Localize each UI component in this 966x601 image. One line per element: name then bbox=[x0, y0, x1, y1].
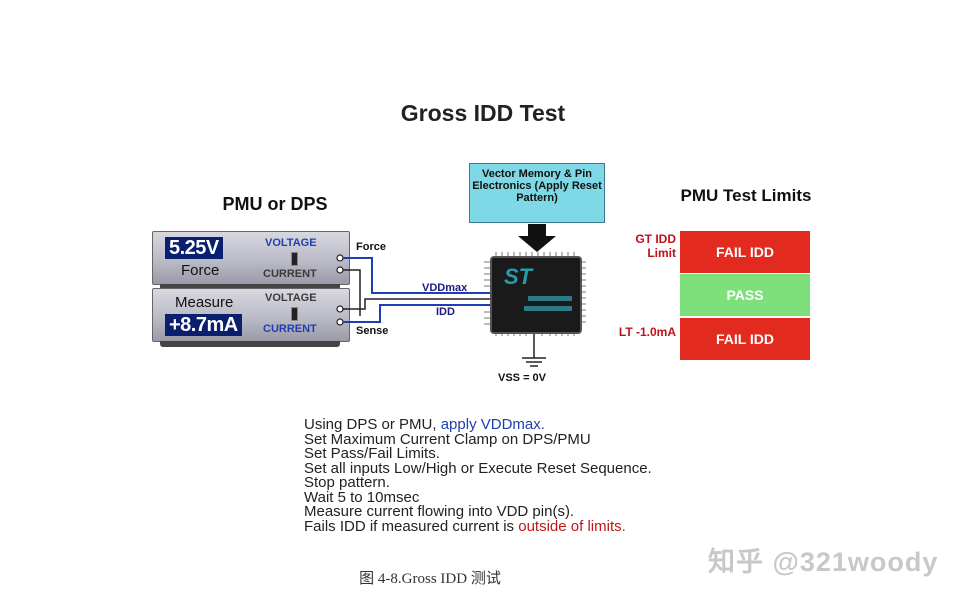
step-1: Using DPS or PMU, apply VDDmax. bbox=[304, 416, 652, 433]
measure-label: Measure bbox=[175, 294, 234, 311]
force-wire bbox=[343, 257, 490, 294]
limits-heading: PMU Test Limits bbox=[680, 186, 812, 205]
sense-terminal-2 bbox=[336, 318, 344, 326]
watermark: 知乎 @321woody bbox=[708, 547, 939, 577]
step-5: Stop pattern. bbox=[304, 474, 390, 491]
force-voltage-label: VOLTAGE bbox=[265, 237, 317, 249]
idd-label: IDD bbox=[436, 306, 455, 318]
force-display: 5.25V bbox=[165, 237, 223, 259]
measure-display: +8.7mA bbox=[165, 314, 242, 336]
force-return-wire bbox=[343, 269, 361, 316]
vss-label: VSS = 0V bbox=[498, 372, 547, 384]
procedure-steps: Using DPS or PMU, apply VDDmax. Set Maxi… bbox=[304, 416, 652, 535]
step-1-text: Using DPS or PMU, bbox=[304, 416, 441, 433]
step-8-text: Fails IDD if measured current is bbox=[304, 517, 519, 535]
step-2: Set Maximum Current Clamp on DPS/PMU bbox=[304, 430, 591, 448]
step-4: Set all inputs Low/High or Execute Reset… bbox=[304, 459, 652, 477]
force-unit-foot bbox=[160, 284, 340, 290]
vddmax-label: VDDmax bbox=[422, 282, 468, 294]
measure-unit: Measure VOLTAGE +8.7mA CURRENT bbox=[152, 288, 350, 342]
step-8: Fails IDD if measured current is outside… bbox=[304, 517, 652, 535]
measure-unit-foot bbox=[160, 341, 340, 347]
pmu-heading: PMU or DPS bbox=[222, 194, 328, 214]
sense-return-wire bbox=[343, 304, 490, 323]
fail-zone-lower: FAIL IDD bbox=[680, 318, 810, 360]
force-pin-label: Force bbox=[356, 241, 386, 253]
step-1-highlight: apply VDDmax. bbox=[440, 416, 545, 433]
chip-logo: ST bbox=[504, 264, 533, 289]
page-title: Gross IDD Test bbox=[400, 100, 566, 126]
pass-zone: PASS bbox=[680, 274, 810, 316]
force-terminal-2 bbox=[336, 266, 344, 274]
measure-mode-switch bbox=[291, 307, 298, 321]
step-8-highlight: outside of limits. bbox=[518, 517, 626, 535]
vector-memory-box: Vector Memory & Pin Electronics (Apply R… bbox=[469, 163, 605, 223]
measure-voltage-label: VOLTAGE bbox=[265, 292, 317, 304]
lt-limit-label: LT -1.0mA bbox=[618, 325, 676, 339]
step-3: Set Pass/Fail Limits. bbox=[304, 445, 440, 462]
force-current-label: CURRENT bbox=[263, 268, 317, 280]
chip-marking-1 bbox=[528, 296, 572, 301]
measure-current-label: CURRENT bbox=[263, 323, 317, 335]
gt-limit-label: GT IDD Limit bbox=[635, 232, 676, 260]
vm-arrow-body bbox=[528, 224, 546, 237]
force-label: Force bbox=[181, 262, 220, 279]
step-6: Wait 5 to 10msec bbox=[304, 488, 420, 506]
device-chip: ST bbox=[490, 256, 582, 334]
chip-marking-2 bbox=[524, 306, 572, 311]
step-7: Measure current flowing into VDD pin(s). bbox=[304, 503, 575, 520]
sense-wire bbox=[343, 298, 490, 310]
force-terminal bbox=[336, 254, 344, 262]
sense-pin-label: Sense bbox=[356, 325, 389, 337]
sense-terminal bbox=[336, 305, 344, 313]
force-unit: 5.25V Force VOLTAGE CURRENT bbox=[152, 231, 350, 285]
force-mode-switch bbox=[291, 252, 298, 266]
vm-arrow-head bbox=[518, 236, 556, 252]
fail-zone-upper: FAIL IDD bbox=[680, 231, 810, 273]
figure-caption: 图 4-8.Gross IDD 测试 bbox=[359, 571, 501, 587]
